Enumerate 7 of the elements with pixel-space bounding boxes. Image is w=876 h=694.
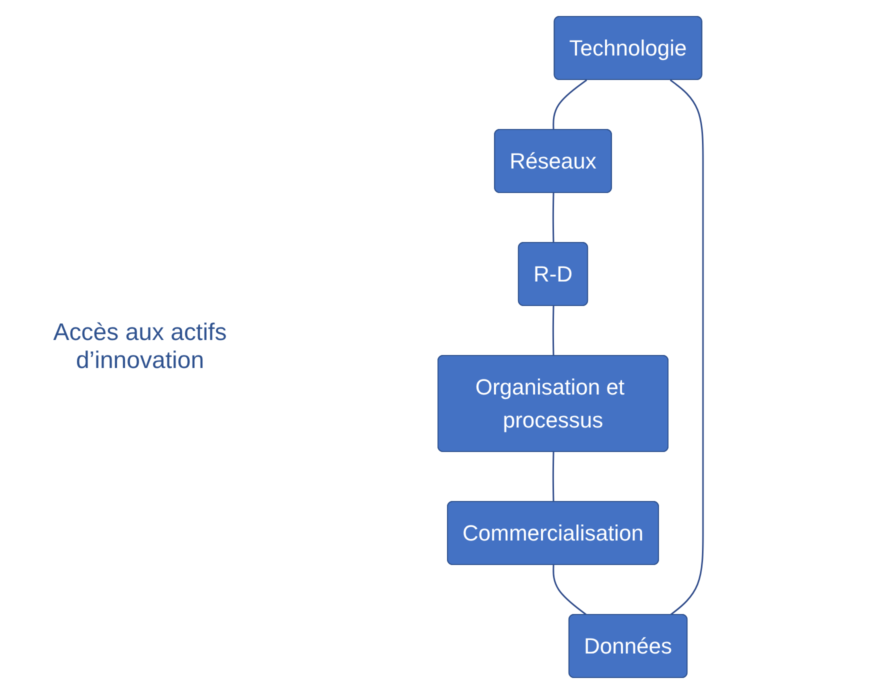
connector <box>552 79 587 130</box>
connector <box>552 192 554 244</box>
connector <box>669 79 704 616</box>
center-label: Accès aux actifs d’innovation <box>52 319 228 375</box>
connector <box>552 306 554 356</box>
connector <box>552 452 554 502</box>
connector <box>552 564 587 616</box>
